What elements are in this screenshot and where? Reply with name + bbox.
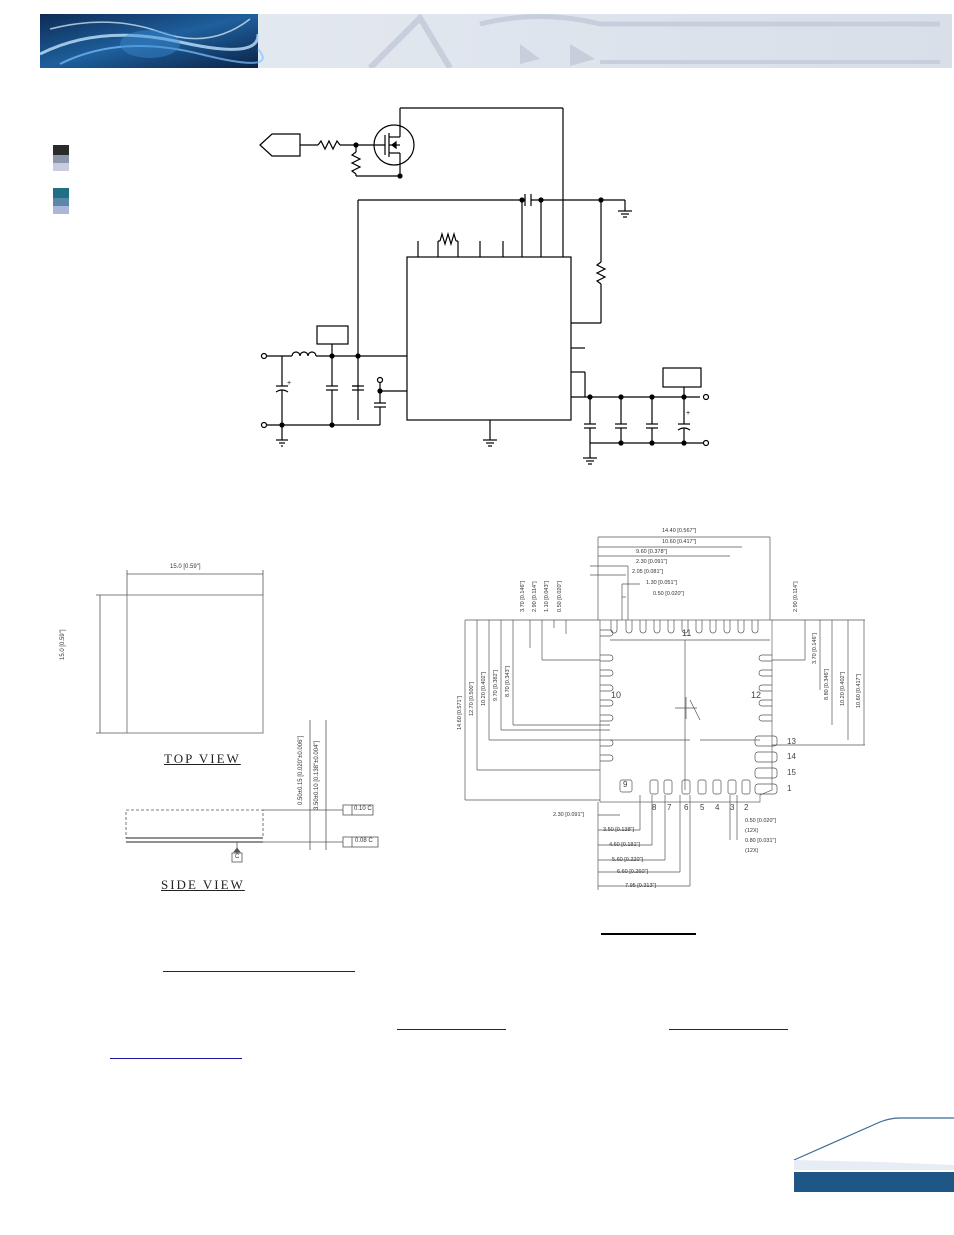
- dim-bottom-2: 4.60 [0.181"]: [609, 842, 641, 848]
- dim-top-0: 14.40 [0.567"]: [662, 528, 697, 534]
- parallelism-tolerance: 0.10 C: [354, 806, 372, 812]
- contact-link[interactable]: [163, 971, 355, 972]
- flatness-tolerance: 0.08 C: [355, 838, 373, 844]
- schematic-diagram: + +: [250, 100, 720, 470]
- pin-number-6: 6: [684, 803, 689, 812]
- dim-bottom-1: 3.50 [0.138"]: [603, 827, 635, 833]
- converter-ic-block: [406, 256, 572, 421]
- pin-number-3: 3: [730, 803, 735, 812]
- dim-top-2: 9.60 [0.378"]: [636, 549, 668, 555]
- pin-number-10: 10: [611, 690, 622, 700]
- pin-number-1: 1: [787, 784, 792, 793]
- dim-left-2: 10.20 [0.402"]: [481, 671, 487, 706]
- dim-bottomright-2: 0.80 [0.031"]: [745, 838, 777, 844]
- dim-left-1: 12.70 [0.500"]: [469, 681, 475, 716]
- dim-topleft-2: 1.10 [0.043"]: [544, 580, 550, 612]
- pin-number-12: 12: [751, 690, 762, 700]
- dim-bottomright-3: (12X): [745, 848, 759, 854]
- dim-left-3: 9.70 [0.382"]: [493, 669, 499, 701]
- svg-text:+: +: [686, 410, 690, 417]
- dim-top-3: 2.30 [0.091"]: [636, 559, 668, 565]
- legend-swatch-1-top: [53, 145, 69, 155]
- input-connector-shape: [259, 133, 301, 157]
- side-view-svg: [125, 720, 379, 863]
- top-view-height-dim: 15.0 [0.59"]: [60, 629, 66, 661]
- pin-number-7: 7: [667, 803, 672, 812]
- pin-number-15: 15: [787, 768, 796, 777]
- pin-number-5: 5: [700, 803, 705, 812]
- legend-swatch-1: [53, 145, 69, 171]
- pin-number-8: 8: [652, 803, 657, 812]
- dim-bottomright-1: (12X): [745, 828, 759, 834]
- feedback-resistor: [595, 261, 607, 285]
- datum-label: C: [235, 854, 240, 860]
- trim-resistor: [439, 231, 457, 247]
- footer-bar: [794, 1172, 954, 1192]
- top-view-svg: [96, 570, 264, 734]
- side-view-label: SIDE VIEW: [161, 877, 245, 892]
- pin-number-4: 4: [715, 803, 720, 812]
- svg-text:+: +: [287, 380, 291, 387]
- dim-left-0: 14.60 [0.571"]: [457, 695, 463, 730]
- reference-link-2[interactable]: [669, 1029, 788, 1030]
- legend-swatch-1-bottom: [53, 163, 69, 171]
- footprint-svg: [464, 536, 865, 890]
- dim-top-1: 10.60 [0.417"]: [662, 539, 697, 545]
- mosfet-symbol: [373, 124, 415, 166]
- dim-top-5: 1.30 [0.051"]: [646, 580, 678, 586]
- gate-resistor: [317, 139, 341, 151]
- top-view-drawing: [85, 560, 325, 745]
- footprint-drawing: [455, 525, 875, 905]
- side-view-drawing: [120, 700, 390, 870]
- legend-swatch-2-bottom: [53, 206, 69, 214]
- pin-number-9: 9: [623, 780, 628, 789]
- legend-swatch-1-mid: [53, 155, 69, 163]
- pulldown-resistor: [350, 151, 362, 175]
- legend-swatch-2: [53, 188, 69, 214]
- dim-top-4: 2.05 [0.081"]: [632, 569, 664, 575]
- dim-left-4: 8.70 [0.343"]: [505, 665, 511, 697]
- dim-topleft-1: 2.90 [0.114"]: [532, 581, 538, 612]
- dim-topleft-3: 0.50 [0.020"]: [557, 580, 563, 612]
- side-view-height-dim-2: 3.50±0.10 [0.138"±0.004"]: [314, 740, 320, 810]
- top-view-label: TOP VIEW: [164, 751, 241, 766]
- input-label-box: [316, 325, 349, 345]
- reference-link-3[interactable]: [110, 1058, 242, 1059]
- legend-swatch-2-mid: [53, 198, 69, 206]
- pin-number-2: 2: [744, 803, 749, 812]
- input-inductor: [291, 351, 317, 357]
- dim-bottomright-0: 0.50 [0.020"]: [745, 818, 777, 824]
- recommended-footprint-caption-underline: [601, 933, 696, 935]
- schematic-svg: + +: [259, 107, 710, 465]
- footer-graphic-svg: [793, 1117, 954, 1192]
- bottom-pads: [619, 779, 751, 795]
- header-banner: [39, 13, 952, 71]
- top-view-width-dim: 15.0 [0.59"]: [170, 564, 201, 570]
- dim-right-2: 10.20 [0.402"]: [840, 671, 846, 706]
- left-pads: [600, 629, 614, 762]
- legend-swatch-2-top: [53, 188, 69, 198]
- dim-bottom-5: 7.95 [0.313"]: [625, 883, 657, 889]
- dim-bottom-3: 5.60 [0.220"]: [612, 857, 644, 863]
- reference-link-1[interactable]: [397, 1029, 506, 1030]
- dim-top-6: 0.50 [0.020"]: [653, 591, 685, 597]
- dim-right-0: 3.70 [0.146"]: [812, 632, 818, 664]
- pin-number-11: 11: [682, 628, 692, 638]
- footer-graphic: [780, 1110, 954, 1195]
- header-banner-graphic: [39, 13, 952, 71]
- dim-bottom-4: 6.60 [0.260"]: [617, 869, 649, 875]
- side-view-height-dim-1: 0.50±0.15 [0.020"±0.006"]: [298, 735, 304, 805]
- pin-number-14: 14: [787, 752, 796, 761]
- right-pads: [758, 654, 772, 722]
- dim-bottom-0: 2.30 [0.091"]: [553, 812, 585, 818]
- dim-right-3: 10.60 [0.417"]: [856, 673, 862, 708]
- dim-topright: 2.90 [0.114"]: [793, 581, 799, 612]
- dim-topleft-0: 3.70 [0.146"]: [520, 580, 526, 612]
- output-label-box: [662, 367, 702, 388]
- pin-number-13: 13: [787, 737, 796, 746]
- dim-right-1: 8.80 [0.346"]: [824, 668, 830, 700]
